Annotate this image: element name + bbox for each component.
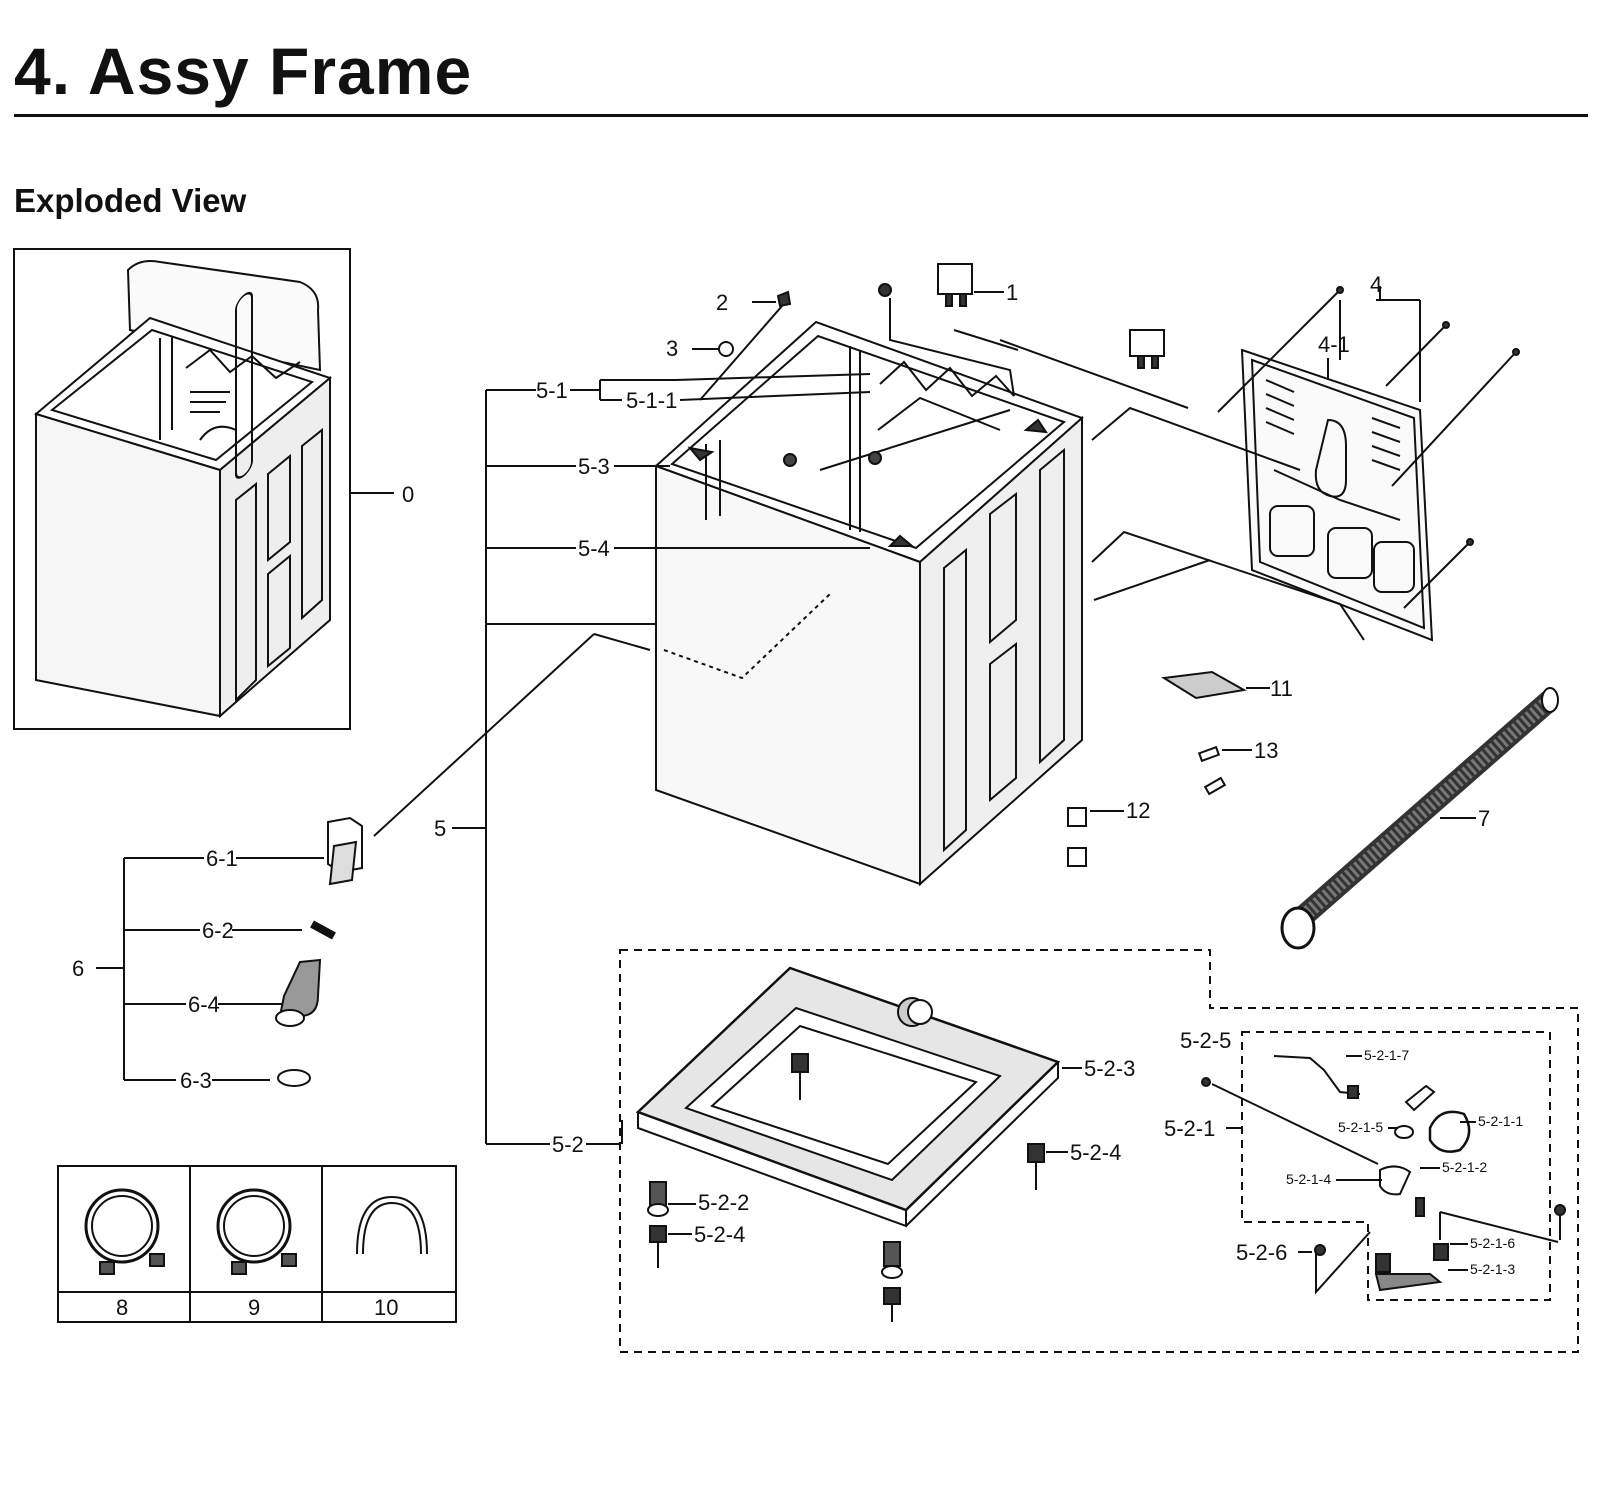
label-12: 12 bbox=[1126, 798, 1150, 823]
label-6-1: 6-1 bbox=[206, 846, 238, 871]
label-5: 5 bbox=[434, 816, 446, 841]
base-group bbox=[619, 949, 1579, 1353]
label-5-2-1-7: 5-2-1-7 bbox=[1364, 1047, 1409, 1063]
label-5-3: 5-3 bbox=[578, 454, 610, 479]
label-6-2: 6-2 bbox=[202, 918, 234, 943]
label-6-3: 6-3 bbox=[180, 1068, 212, 1093]
assembled-washer-panel bbox=[13, 248, 394, 730]
accessory-label-9: 9 bbox=[248, 1295, 260, 1320]
label-0: 0 bbox=[402, 482, 414, 507]
inlet-assembly bbox=[96, 633, 651, 1087]
label-5-2: 5-2 bbox=[552, 1132, 584, 1157]
label-5-2-1-2: 5-2-1-2 bbox=[1442, 1159, 1487, 1175]
label-3: 3 bbox=[666, 336, 678, 361]
label-11: 11 bbox=[1270, 676, 1293, 701]
assembly-bracket-5 bbox=[452, 373, 871, 1145]
callout-labels: 0 1 2 3 4 4-1 5 5-1 5-1-1 5-2 5-2-1 5-2-… bbox=[72, 272, 1523, 1320]
base-sensor-subgroup bbox=[1201, 1031, 1566, 1301]
section-subtitle: Exploded View bbox=[14, 182, 247, 219]
label-5-2-5: 5-2-5 bbox=[1180, 1028, 1231, 1053]
label-5-4: 5-4 bbox=[578, 536, 610, 561]
label-5-2-1-4: 5-2-1-4 bbox=[1286, 1171, 1331, 1187]
drain-hose bbox=[1280, 687, 1559, 950]
accessory-label-8: 8 bbox=[116, 1295, 128, 1320]
label-13: 13 bbox=[1254, 738, 1278, 763]
accessory-label-10: 10 bbox=[374, 1295, 398, 1320]
cabinet-assembly bbox=[654, 320, 1084, 887]
label-5-1: 5-1 bbox=[536, 378, 568, 403]
label-6: 6 bbox=[72, 956, 84, 981]
label-1: 1 bbox=[1006, 280, 1018, 305]
top-parts bbox=[692, 263, 1165, 401]
label-5-1-1: 5-1-1 bbox=[626, 388, 677, 413]
label-4: 4 bbox=[1370, 272, 1382, 297]
label-5-2-4-right: 5-2-4 bbox=[1070, 1140, 1121, 1165]
label-5-2-3: 5-2-3 bbox=[1084, 1056, 1135, 1081]
title-underline bbox=[14, 114, 1588, 117]
label-5-2-6: 5-2-6 bbox=[1236, 1240, 1287, 1265]
back-panel bbox=[999, 286, 1520, 642]
accessories-table bbox=[57, 1165, 457, 1323]
label-2: 2 bbox=[716, 290, 728, 315]
label-7: 7 bbox=[1478, 806, 1490, 831]
label-5-2-1: 5-2-1 bbox=[1164, 1116, 1215, 1141]
page-title: 4. Assy Frame bbox=[14, 34, 473, 108]
label-5-2-1-3: 5-2-1-3 bbox=[1470, 1261, 1515, 1277]
label-4-1: 4-1 bbox=[1318, 332, 1350, 357]
label-5-2-2: 5-2-2 bbox=[698, 1190, 749, 1215]
small-parts-11-12-13 bbox=[1067, 670, 1270, 867]
label-5-2-1-6: 5-2-1-6 bbox=[1470, 1235, 1515, 1251]
label-5-2-1-5: 5-2-1-5 bbox=[1338, 1119, 1383, 1135]
label-6-4: 6-4 bbox=[188, 992, 220, 1017]
label-5-2-1-1: 5-2-1-1 bbox=[1478, 1113, 1523, 1129]
label-5-2-4-left: 5-2-4 bbox=[694, 1222, 745, 1247]
